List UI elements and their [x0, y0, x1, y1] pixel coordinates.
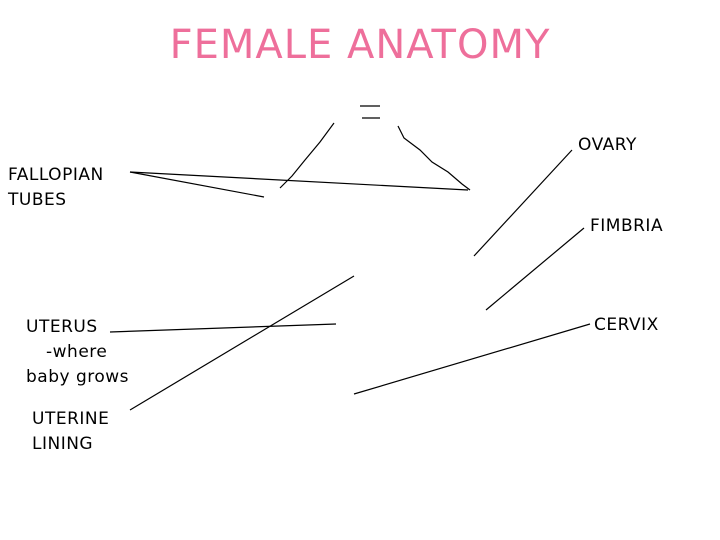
- slide-title: FEMALE ANATOMY: [169, 22, 551, 68]
- label-ovary: OVARY: [578, 135, 637, 155]
- label-cervix: CERVIX: [594, 315, 659, 335]
- label-fallopian-line-1: FALLOPIAN: [8, 165, 104, 185]
- label-uterine-lining: UTERINE LINING: [32, 407, 109, 457]
- label-uterine-line-1: UTERINE: [32, 409, 110, 429]
- leader-line-ovary: [473, 149, 573, 257]
- label-uterus-line-2: -where: [46, 342, 108, 362]
- label-uterine-line-2: LINING: [32, 434, 94, 454]
- label-uterus-line-1: UTERUS: [26, 317, 98, 337]
- leader-line-fimbria: [485, 227, 585, 311]
- label-fallopian-tubes: FALLOPIAN TUBES: [8, 163, 104, 213]
- label-fimbria: FIMBRIA: [590, 216, 664, 236]
- uterus-left-wall: [279, 122, 335, 189]
- label-uterus: UTERUS -where baby grows: [26, 315, 129, 390]
- leader-line-fallopian-lower: [129, 171, 265, 198]
- leader-line-fallopian-upper: [129, 171, 469, 191]
- label-fallopian-line-2: TUBES: [8, 190, 67, 210]
- uterus-right-wall: [397, 125, 471, 191]
- leader-line-uterine-lining: [129, 275, 355, 411]
- leader-line-uterus: [109, 323, 337, 333]
- leader-line-cervix: [353, 323, 591, 395]
- label-uterus-line-3: baby grows: [26, 367, 130, 387]
